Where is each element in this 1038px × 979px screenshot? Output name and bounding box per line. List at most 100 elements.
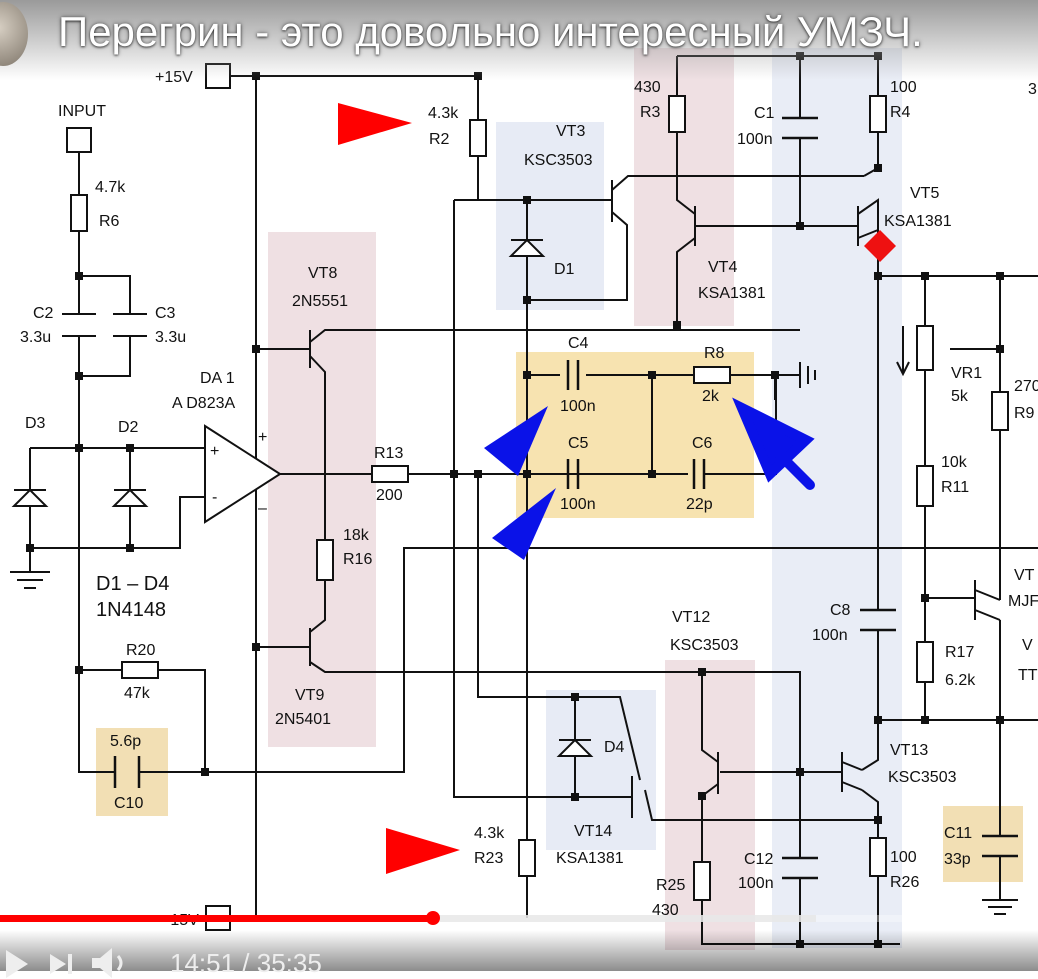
c12-ref: C12 [744, 851, 773, 868]
d1-ref: D1 [554, 261, 575, 278]
controls-shade [0, 930, 1038, 971]
edge-fragment: 3 [1028, 81, 1037, 98]
play-icon[interactable] [6, 950, 28, 978]
opamp-pin-minus: – [258, 500, 267, 517]
resistor-r8 [693, 366, 731, 384]
resistor-r20 [121, 661, 159, 679]
resistor-r23 [518, 839, 536, 877]
vt-right-ref: VT [1014, 567, 1035, 584]
r11-value: 10k [941, 454, 968, 471]
red-arrow-icon [338, 103, 412, 145]
vr1-value: 5k [951, 388, 969, 405]
transistor-vt9 [290, 628, 311, 666]
progress-played [0, 915, 433, 922]
capacitor-c8 [860, 608, 896, 632]
capacitor-c1 [782, 116, 818, 140]
opamp-part: A D823A [172, 395, 235, 412]
capacitor-c10 [113, 756, 141, 788]
capacitor-c5 [566, 459, 580, 489]
next-icon[interactable] [48, 952, 74, 976]
ground-icon [10, 571, 50, 589]
c1-value: 100n [737, 131, 773, 148]
vt5-part: KSA1381 [884, 213, 952, 230]
resistor-r16 [316, 539, 334, 581]
diode-d1 [508, 238, 546, 257]
r9-ref: R9 [1014, 405, 1035, 422]
opamp-plus: + [210, 443, 219, 460]
c2-ref: C2 [33, 305, 54, 322]
vt12-part: KSC3503 [670, 637, 739, 654]
c6-ref: C6 [692, 435, 713, 452]
resistor-r4 [869, 95, 887, 133]
resistor-r25 [693, 861, 711, 901]
vt8-ref: VT8 [308, 265, 337, 282]
c5-ref: C5 [568, 435, 589, 452]
progress-scrubber[interactable] [426, 911, 440, 925]
resistor-r13 [371, 465, 409, 483]
r9-value: 270 [1014, 378, 1038, 395]
ground-icon [799, 362, 816, 388]
c3-value: 3.3u [155, 329, 186, 346]
r8-value: 2k [702, 388, 720, 405]
transistor-vt8 [290, 330, 311, 368]
diode-d2 [111, 488, 149, 507]
resistors [70, 95, 1009, 901]
input-terminal [66, 127, 92, 153]
transistor-vt3 [600, 180, 613, 222]
blue-arrow-icon [484, 406, 548, 476]
c4-ref: C4 [568, 335, 589, 352]
r11-ref: R11 [941, 479, 969, 496]
r13-ref: R13 [374, 445, 403, 462]
red-marker-icon [864, 230, 896, 262]
c2-value: 3.3u [20, 329, 51, 346]
vt3-ref: VT3 [556, 123, 585, 140]
input-label: INPUT [58, 103, 106, 120]
vt3-part: KSC3503 [524, 152, 593, 169]
c10-ref: C10 [114, 795, 143, 812]
transistor-vt4 [694, 206, 700, 246]
volume-icon[interactable] [88, 948, 138, 978]
c10-value: 5.6p [110, 733, 141, 750]
r3-value: 430 [634, 79, 661, 96]
r17-value: 6.2k [945, 672, 976, 689]
vt-right2-part: TT [1018, 667, 1038, 684]
d3-ref: D3 [25, 415, 46, 432]
vt-right-part: MJF [1008, 593, 1038, 610]
capacitor-c12 [782, 856, 818, 880]
blue-arrow-icon [492, 488, 556, 560]
resistor-r9 [991, 391, 1009, 431]
c6-value: 22p [686, 496, 713, 513]
r4-value: 100 [890, 79, 917, 96]
r6-ref: R6 [99, 213, 120, 230]
r23-ref: R23 [474, 850, 503, 867]
r26-value: 100 [890, 849, 917, 866]
time-display: 14:51 / 35:35 [170, 948, 322, 978]
c1-ref: C1 [754, 105, 775, 122]
c8-value: 100n [812, 627, 848, 644]
resistor-r11 [916, 465, 934, 507]
d2-ref: D2 [118, 419, 139, 436]
capacitors [62, 116, 1018, 880]
labels: +15V -15V INPUT 4.7k R6 C2 3.3u C3 3.3u … [20, 69, 1038, 929]
r3-ref: R3 [640, 104, 661, 121]
r8-ref: R8 [704, 345, 725, 362]
vt14-part: KSA1381 [556, 850, 624, 867]
r20-value: 47k [124, 685, 151, 702]
ground-symbols [10, 362, 1018, 915]
vt-right2-ref: V [1022, 637, 1033, 654]
diode-d3 [11, 488, 49, 507]
vr1-wiper-arrow-icon [896, 326, 910, 377]
opamp-minus: - [212, 489, 217, 506]
vt5-ref: VT5 [910, 185, 939, 202]
capacitor-c2 [62, 313, 96, 337]
resistor-r26 [869, 837, 887, 877]
video-title[interactable]: Перегрин - это довольно интересный УМЗЧ. [58, 8, 923, 55]
diode-d4 [556, 738, 594, 757]
resistor-r17 [916, 641, 934, 683]
c3-ref: C3 [155, 305, 176, 322]
opamp-ref: DA 1 [200, 370, 235, 387]
resistor-r6 [70, 194, 88, 232]
c11-ref: C11 [944, 825, 972, 842]
transistor-vt13 [841, 752, 863, 792]
capacitor-c6 [692, 459, 706, 489]
